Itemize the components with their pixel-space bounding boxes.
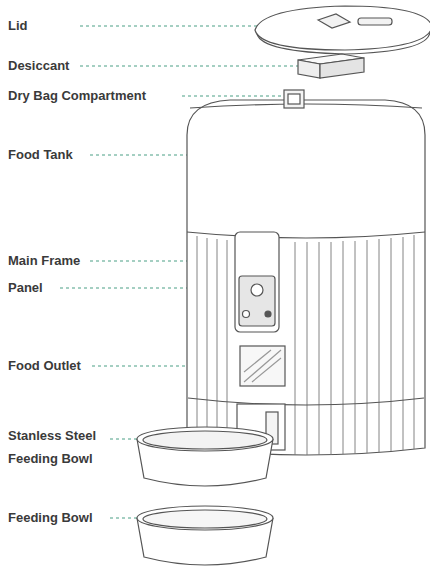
- part-label: Feeding Bowl: [8, 506, 128, 529]
- desiccant: [298, 54, 364, 78]
- part-label: Desiccant: [8, 54, 128, 77]
- part-label: Stanless Steel Feeding Bowl: [8, 424, 112, 470]
- lid: [255, 6, 430, 54]
- part-label: Dry Bag Compartment: [8, 84, 198, 107]
- frame-ring: [188, 398, 424, 405]
- feeding-bowl: [137, 506, 273, 565]
- part-label: Food Outlet: [8, 354, 128, 377]
- part-label: Lid: [8, 14, 128, 37]
- ribs: [197, 235, 414, 455]
- panel: [235, 232, 279, 332]
- stainless-bowl: [137, 427, 273, 486]
- part-label: Food Tank: [8, 143, 128, 166]
- part-label: Main Frame: [8, 249, 128, 272]
- part-label: Panel: [8, 276, 128, 299]
- food-tank: [187, 90, 425, 455]
